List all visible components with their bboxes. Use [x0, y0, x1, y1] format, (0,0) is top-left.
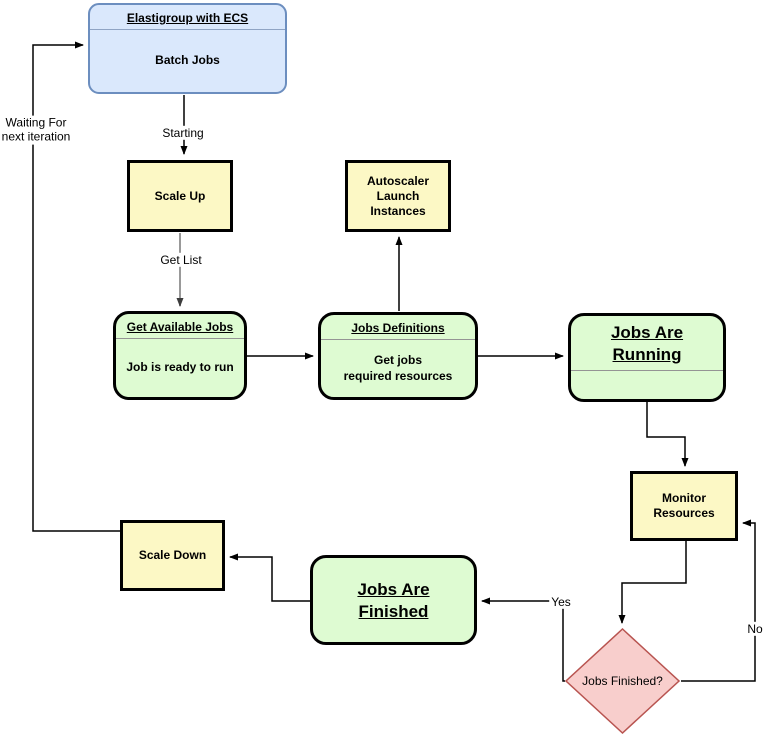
node-jobs-are-running[interactable]: Jobs Are Running — [568, 313, 726, 402]
node-jobs-definitions[interactable]: Jobs Definitions Get jobs required resou… — [318, 312, 478, 400]
node-body: Get jobs required resources — [343, 352, 453, 383]
node-label: Monitor Resources — [653, 491, 715, 520]
edge-monitor-decision — [618, 541, 687, 624]
edge-running-monitor — [646, 402, 689, 467]
node-title: Jobs Are Running — [571, 316, 723, 371]
node-elastigroup-batch-jobs[interactable]: Elastigroup with ECS Batch Jobs — [88, 3, 287, 94]
edge-decision-finished-yes — [481, 597, 565, 682]
edge-label-no: No — [745, 621, 765, 637]
node-scale-down[interactable]: Scale Down — [120, 520, 225, 591]
node-title: Elastigroup with ECS — [90, 5, 285, 30]
node-monitor-resources[interactable]: Monitor Resources — [630, 471, 738, 541]
node-label: Autoscaler Launch Instances — [366, 173, 430, 218]
node-jobs-finished-decision[interactable]: Jobs Finished? — [565, 628, 680, 734]
node-label: Scale Down — [138, 548, 207, 562]
decision-label: Jobs Finished? — [582, 674, 663, 688]
node-title: Jobs Definitions — [321, 315, 475, 340]
node-jobs-are-finished[interactable]: Jobs Are Finished — [310, 555, 477, 645]
edge-finished-scaledown — [229, 553, 310, 602]
node-scale-up[interactable]: Scale Up — [127, 160, 233, 232]
edge-decision-monitor-no — [681, 519, 756, 682]
node-get-available-jobs[interactable]: Get Available Jobs Job is ready to run — [113, 311, 247, 400]
node-title: Get Available Jobs — [116, 314, 244, 339]
node-body: Batch Jobs — [155, 53, 220, 68]
node-label: Scale Up — [154, 188, 206, 203]
edge-label-yes: Yes — [549, 594, 573, 610]
node-body: Job is ready to run — [126, 360, 234, 375]
edge-label-get-list: Get List — [158, 252, 204, 268]
diamond-shape-icon — [565, 628, 680, 734]
node-title: Jobs Are Finished — [357, 579, 430, 621]
edge-label-starting: Starting — [160, 125, 206, 141]
node-body — [571, 371, 723, 399]
node-autoscaler-launch-instances[interactable]: Autoscaler Launch Instances — [345, 160, 451, 232]
edge-label-waiting: Waiting For next iteration — [0, 115, 73, 145]
edge-scaledown-batchjobs — [32, 41, 120, 532]
